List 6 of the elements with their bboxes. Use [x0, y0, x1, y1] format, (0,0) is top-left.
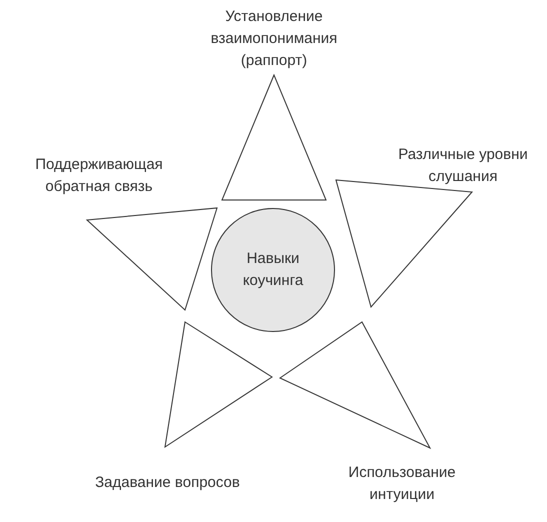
skill-label: Задавание вопросов	[95, 473, 240, 493]
skill-label: Поддерживающая обратная связь	[34, 155, 164, 197]
skill-label: Различные уровни слушания	[397, 145, 529, 187]
skill-label: Использование интуиции	[347, 463, 457, 505]
node-label: Навыки коучинга	[242, 249, 304, 291]
skill-label: Установление взаимопонимания (раппорт)	[210, 7, 338, 71]
